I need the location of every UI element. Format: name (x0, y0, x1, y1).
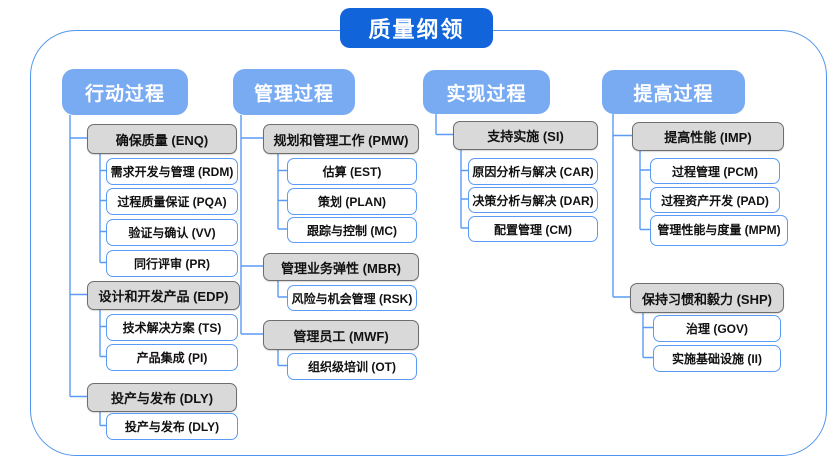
leaf-rdm: 需求开发与管理 (RDM) (106, 158, 238, 185)
group-pmw: 规划和管理工作 (PMW) (263, 124, 419, 154)
connector-group-enq (99, 152, 106, 264)
leaf-mpm: 管理性能与度量 (MPM) (650, 215, 788, 246)
connector-group-edp (99, 308, 106, 358)
group-edp: 设计和开发产品 (EDP) (87, 281, 240, 310)
leaf-ii: 实施基础设施 (II) (653, 345, 781, 372)
leaf-est: 估算 (EST) (287, 158, 417, 185)
group-enq: 确保质量 (ENQ) (87, 124, 237, 154)
column-header-implementation-process: 实现过程 (423, 70, 550, 114)
leaf-dar: 决策分析与解决 (DAR) (468, 187, 598, 213)
connector-col2-header (240, 115, 263, 335)
leaf-dly: 投产与发布 (DLY) (106, 413, 238, 440)
group-mwf: 管理员工 (MWF) (263, 320, 419, 350)
leaf-plan: 策划 (PLAN) (287, 188, 417, 215)
column-header-improvement-process: 提高过程 (602, 70, 745, 114)
leaf-pad: 过程资产开发 (PAD) (650, 187, 780, 213)
connector-col1-header (69, 115, 87, 398)
leaf-pr: 同行评审 (PR) (106, 250, 238, 277)
connector-group-dly (99, 410, 106, 427)
column-header-action-process: 行动过程 (62, 69, 188, 115)
leaf-cm: 配置管理 (CM) (468, 216, 598, 242)
group-si: 支持实施 (SI) (453, 121, 598, 150)
leaf-pcm: 过程管理 (PCM) (650, 158, 780, 184)
column-header-management-process: 管理过程 (233, 69, 355, 115)
leaf-gov: 治理 (GOV) (653, 315, 781, 342)
connector-group-pmw (277, 152, 287, 230)
connector-col3-header (435, 114, 453, 136)
leaf-ot: 组织级培训 (OT) (287, 353, 417, 380)
diagram-title: 质量纲领 (340, 8, 493, 48)
leaf-mc: 跟踪与控制 (MC) (287, 217, 417, 243)
connector-group-si (460, 148, 468, 229)
connector-group-mwf (277, 348, 287, 367)
connector-group-mbr (277, 279, 287, 298)
group-mbr: 管理业务弹性 (MBR) (263, 253, 419, 281)
leaf-ts: 技术解决方案 (TS) (106, 314, 238, 341)
leaf-pqa: 过程质量保证 (PQA) (106, 188, 238, 215)
connector-group-imp (639, 149, 650, 231)
connector-group-shp (642, 311, 653, 359)
leaf-rsk: 风险与机会管理 (RSK) (287, 285, 417, 311)
connector-col4-header (612, 114, 632, 298)
leaf-car: 原因分析与解决 (CAR) (468, 158, 598, 185)
leaf-vv: 验证与确认 (VV) (106, 219, 238, 246)
group-imp: 提高性能 (IMP) (632, 122, 784, 151)
leaf-pi: 产品集成 (PI) (106, 344, 238, 371)
group-shp: 保持习惯和毅力 (SHP) (630, 283, 784, 313)
group-dly: 投产与发布 (DLY) (87, 383, 237, 412)
